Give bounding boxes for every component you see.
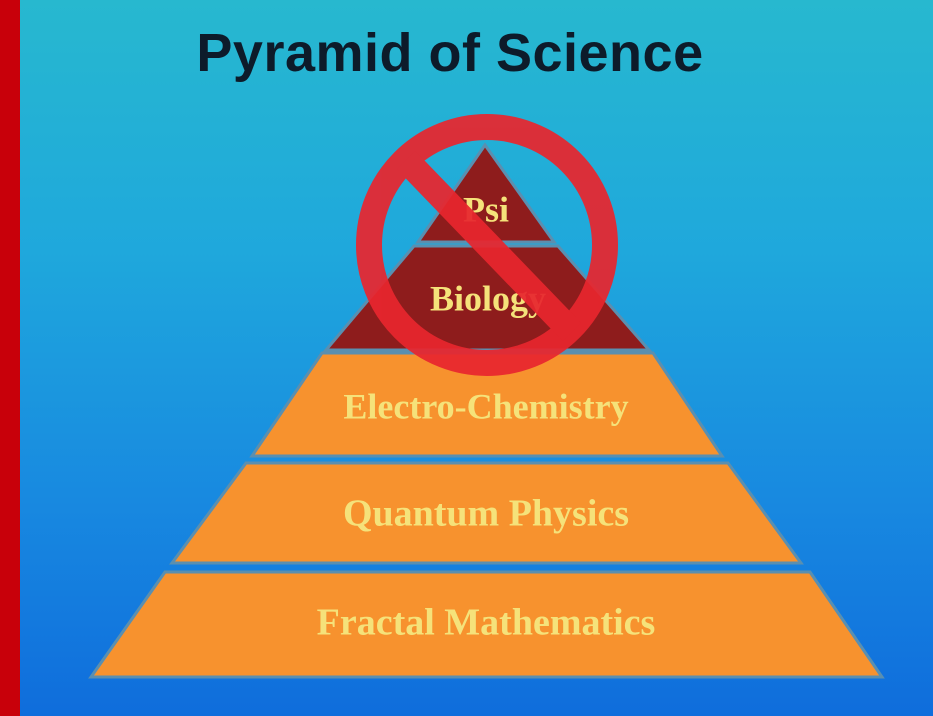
label-fractal-mathematics: Fractal Mathematics [317,602,656,644]
science-pyramid-diagram: Fractal Mathematics Quantum Physics Elec… [88,114,885,679]
label-electro-chemistry: Electro-Chemistry [343,386,628,426]
no-entry-circle-icon [356,114,618,376]
page-title: Pyramid of Science [196,23,704,83]
layer-fractal-mathematics [88,570,885,679]
layer-quantum-physics [169,461,804,565]
layer-electro-chemistry [249,351,725,458]
slide-frame: Pyramid of Science Fractal Mathematics Q… [20,0,933,716]
label-quantum-physics: Quantum Physics [343,493,629,535]
